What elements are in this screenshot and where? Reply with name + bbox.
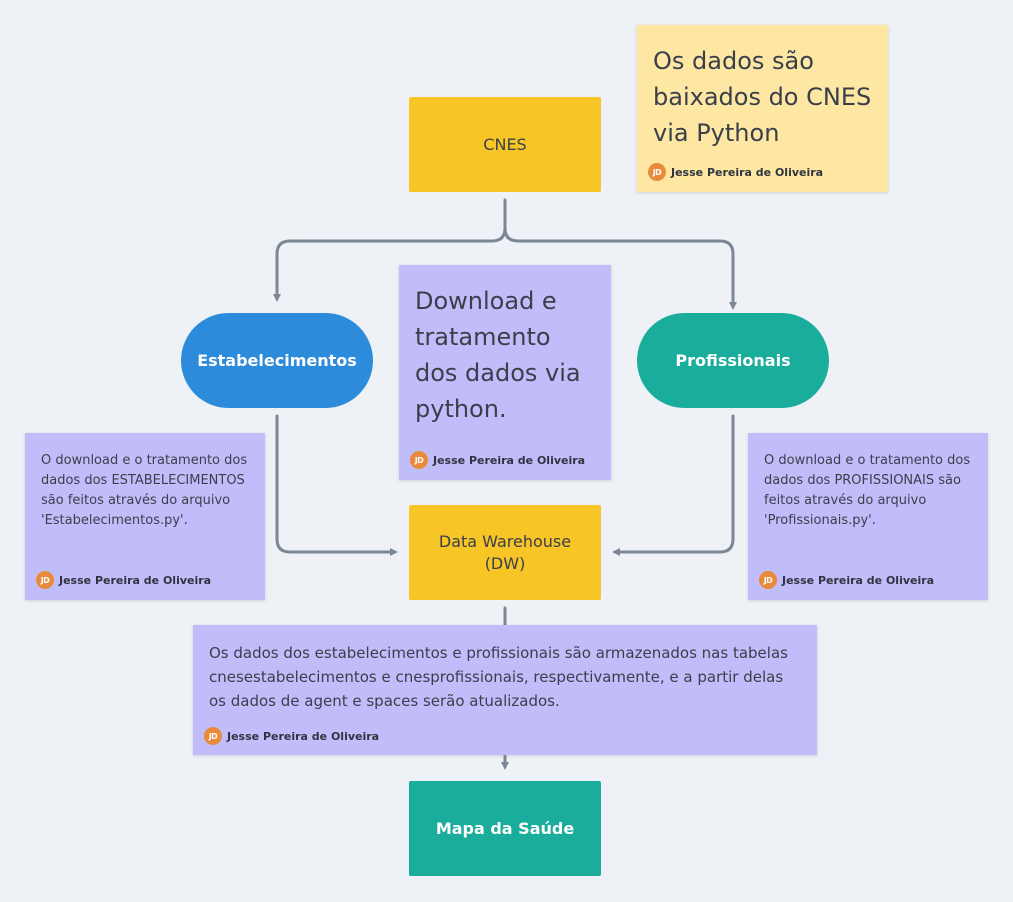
author-name: Jesse Pereira de Oliveira <box>782 573 935 587</box>
note-author: JD Jesse Pereira de Oliveira <box>36 571 211 589</box>
profissionais-node-label: Profissionais <box>675 351 791 370</box>
estabelecimentos-node-label: Estabelecimentos <box>197 351 357 370</box>
author-name: Jesse Pereira de Oliveira <box>227 729 380 743</box>
cnes-node[interactable]: CNES <box>409 97 601 192</box>
cnes-note-text: Os dados são baixados do CNES via Python <box>653 47 872 147</box>
connector-profissionais-to-dw <box>612 414 735 556</box>
cnes-node-label: CNES <box>483 135 527 154</box>
profissionais-node[interactable]: Profissionais <box>637 313 829 408</box>
author-name: Jesse Pereira de Oliveira <box>433 453 586 467</box>
author-avatar: JD <box>759 571 777 589</box>
mapa-saude-node[interactable]: Mapa da Saúde <box>409 781 601 876</box>
author-avatar: JD <box>36 571 54 589</box>
author-avatar: JD <box>204 727 222 745</box>
dw-note-text: Os dados dos estabelecimentos e profissi… <box>209 644 788 710</box>
cnes-sticky-note[interactable]: Os dados são baixados do CNES via Python… <box>637 25 888 192</box>
note-author: JD Jesse Pereira de Oliveira <box>410 451 585 469</box>
mapa-saude-node-label: Mapa da Saúde <box>435 819 575 838</box>
estabelecimentos-sticky-note[interactable]: O download e o tratamento dos dados dos … <box>25 433 265 600</box>
connector-cnes-to-profissionais <box>503 226 737 310</box>
data-warehouse-node-label: Data Warehouse (DW) <box>438 531 572 573</box>
note-author: JD Jesse Pereira de Oliveira <box>204 727 379 745</box>
note-author: JD Jesse Pereira de Oliveira <box>648 163 823 181</box>
download-sticky-note[interactable]: Download e tratamento dos dados via pyth… <box>399 265 611 480</box>
prof-note-text: O download e o tratamento dos dados dos … <box>764 453 971 528</box>
connector-estabelecimentos-to-dw <box>275 414 398 556</box>
author-avatar: JD <box>410 451 428 469</box>
note-author: JD Jesse Pereira de Oliveira <box>759 571 934 589</box>
profissionais-sticky-note[interactable]: O download e o tratamento dos dados dos … <box>748 433 988 600</box>
data-warehouse-sticky-note[interactable]: Os dados dos estabelecimentos e profissi… <box>193 625 817 755</box>
estab-note-text: O download e o tratamento dos dados dos … <box>41 453 248 528</box>
data-warehouse-node[interactable]: Data Warehouse (DW) <box>409 505 601 600</box>
author-name: Jesse Pereira de Oliveira <box>671 165 824 179</box>
author-avatar: JD <box>648 163 666 181</box>
download-note-text: Download e tratamento dos dados via pyth… <box>415 287 581 423</box>
author-name: Jesse Pereira de Oliveira <box>59 573 212 587</box>
estabelecimentos-node[interactable]: Estabelecimentos <box>181 313 373 408</box>
